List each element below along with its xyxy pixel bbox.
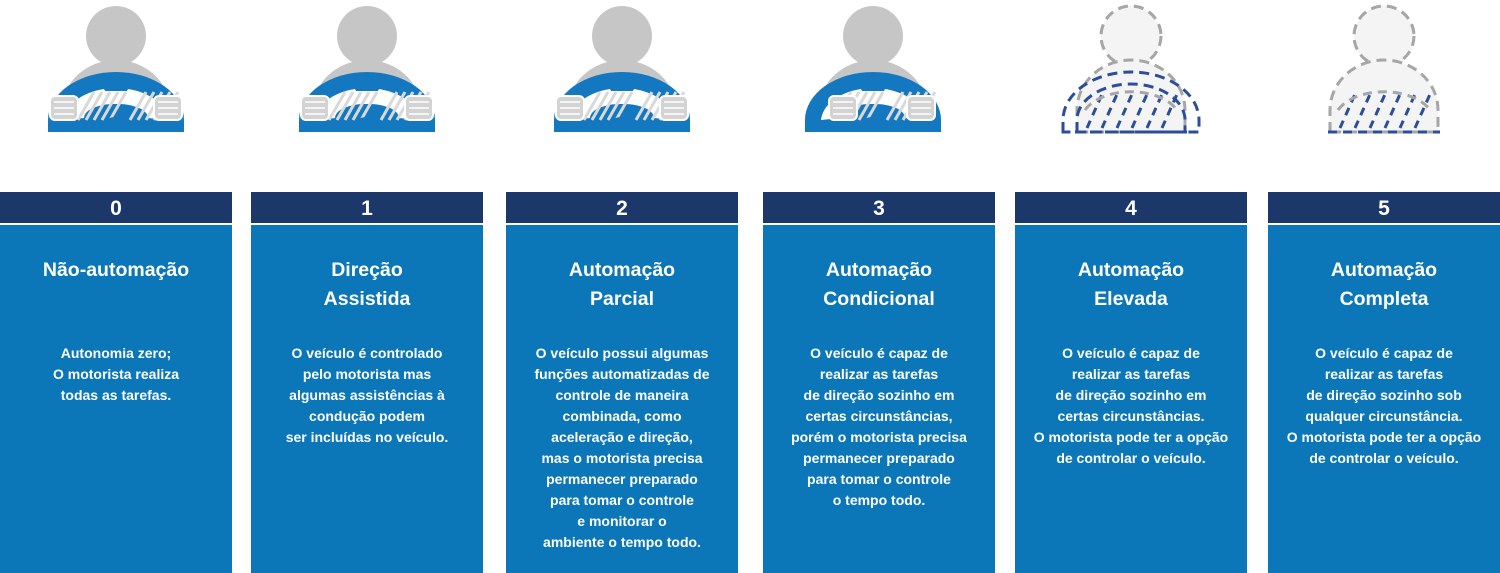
level-number: 1: [251, 192, 483, 223]
level-description: O veículo é capaz de realizar as tarefas…: [1286, 345, 1482, 466]
level-description: Autonomia zero; O motorista realiza toda…: [52, 345, 180, 403]
level-number: 0: [0, 192, 232, 223]
driver-holding-wheel-icon: [506, 0, 738, 150]
level-title: Automação Elevada: [1077, 259, 1185, 310]
level-description: O veículo possui algumas funções automat…: [534, 345, 710, 550]
level-1-column: 1 Direção Assistida O veículo é controla…: [251, 0, 483, 573]
driver-holding-wheel-icon: [251, 0, 483, 150]
level-panel: Não-automação Autonomia zero; O motorist…: [0, 225, 232, 573]
level-title: Não-automação: [42, 259, 190, 281]
level-panel: Automação Elevada O veículo é capaz de r…: [1015, 225, 1247, 573]
level-4-column: 4 Automação Elevada O veículo é capaz de…: [1015, 0, 1247, 573]
level-number: 5: [1268, 192, 1500, 223]
dashed-driver-no-wheel-icon: [1268, 0, 1500, 150]
level-title: Direção Assistida: [323, 259, 411, 310]
level-number: 4: [1015, 192, 1247, 223]
level-3-column: 3 Automação Condicional O veículo é capa…: [763, 0, 995, 573]
level-panel: Automação Condicional O veículo é capaz …: [763, 225, 995, 573]
level-description: O veículo é capaz de realizar as tarefas…: [1033, 345, 1229, 466]
level-description: O veículo é capaz de realizar as tarefas…: [791, 345, 967, 508]
level-title: Automação Completa: [1330, 259, 1438, 310]
level-panel: Automação Completa O veículo é capaz de …: [1268, 225, 1500, 573]
level-panel: Automação Parcial O veículo possui algum…: [506, 225, 738, 573]
level-panel: Direção Assistida O veículo é controlado…: [251, 225, 483, 573]
level-description: O veículo é controlado pelo motorista ma…: [285, 345, 449, 445]
driver-holding-wheel-icon: [0, 0, 232, 150]
level-title: Automação Parcial: [568, 259, 676, 310]
level-0-column: 0 Não-automação Autonomia zero; O motori…: [0, 0, 232, 573]
driver-hands-off-wheel-icon: [763, 0, 995, 150]
level-2-column: 2 Automação Parcial O veículo possui alg…: [506, 0, 738, 573]
level-5-column: 5 Automação Completa O veículo é capaz d…: [1268, 0, 1500, 573]
dashed-driver-outline-icon: [1015, 0, 1247, 150]
level-number: 3: [763, 192, 995, 223]
level-title: Automação Condicional: [823, 259, 935, 310]
level-number: 2: [506, 192, 738, 223]
